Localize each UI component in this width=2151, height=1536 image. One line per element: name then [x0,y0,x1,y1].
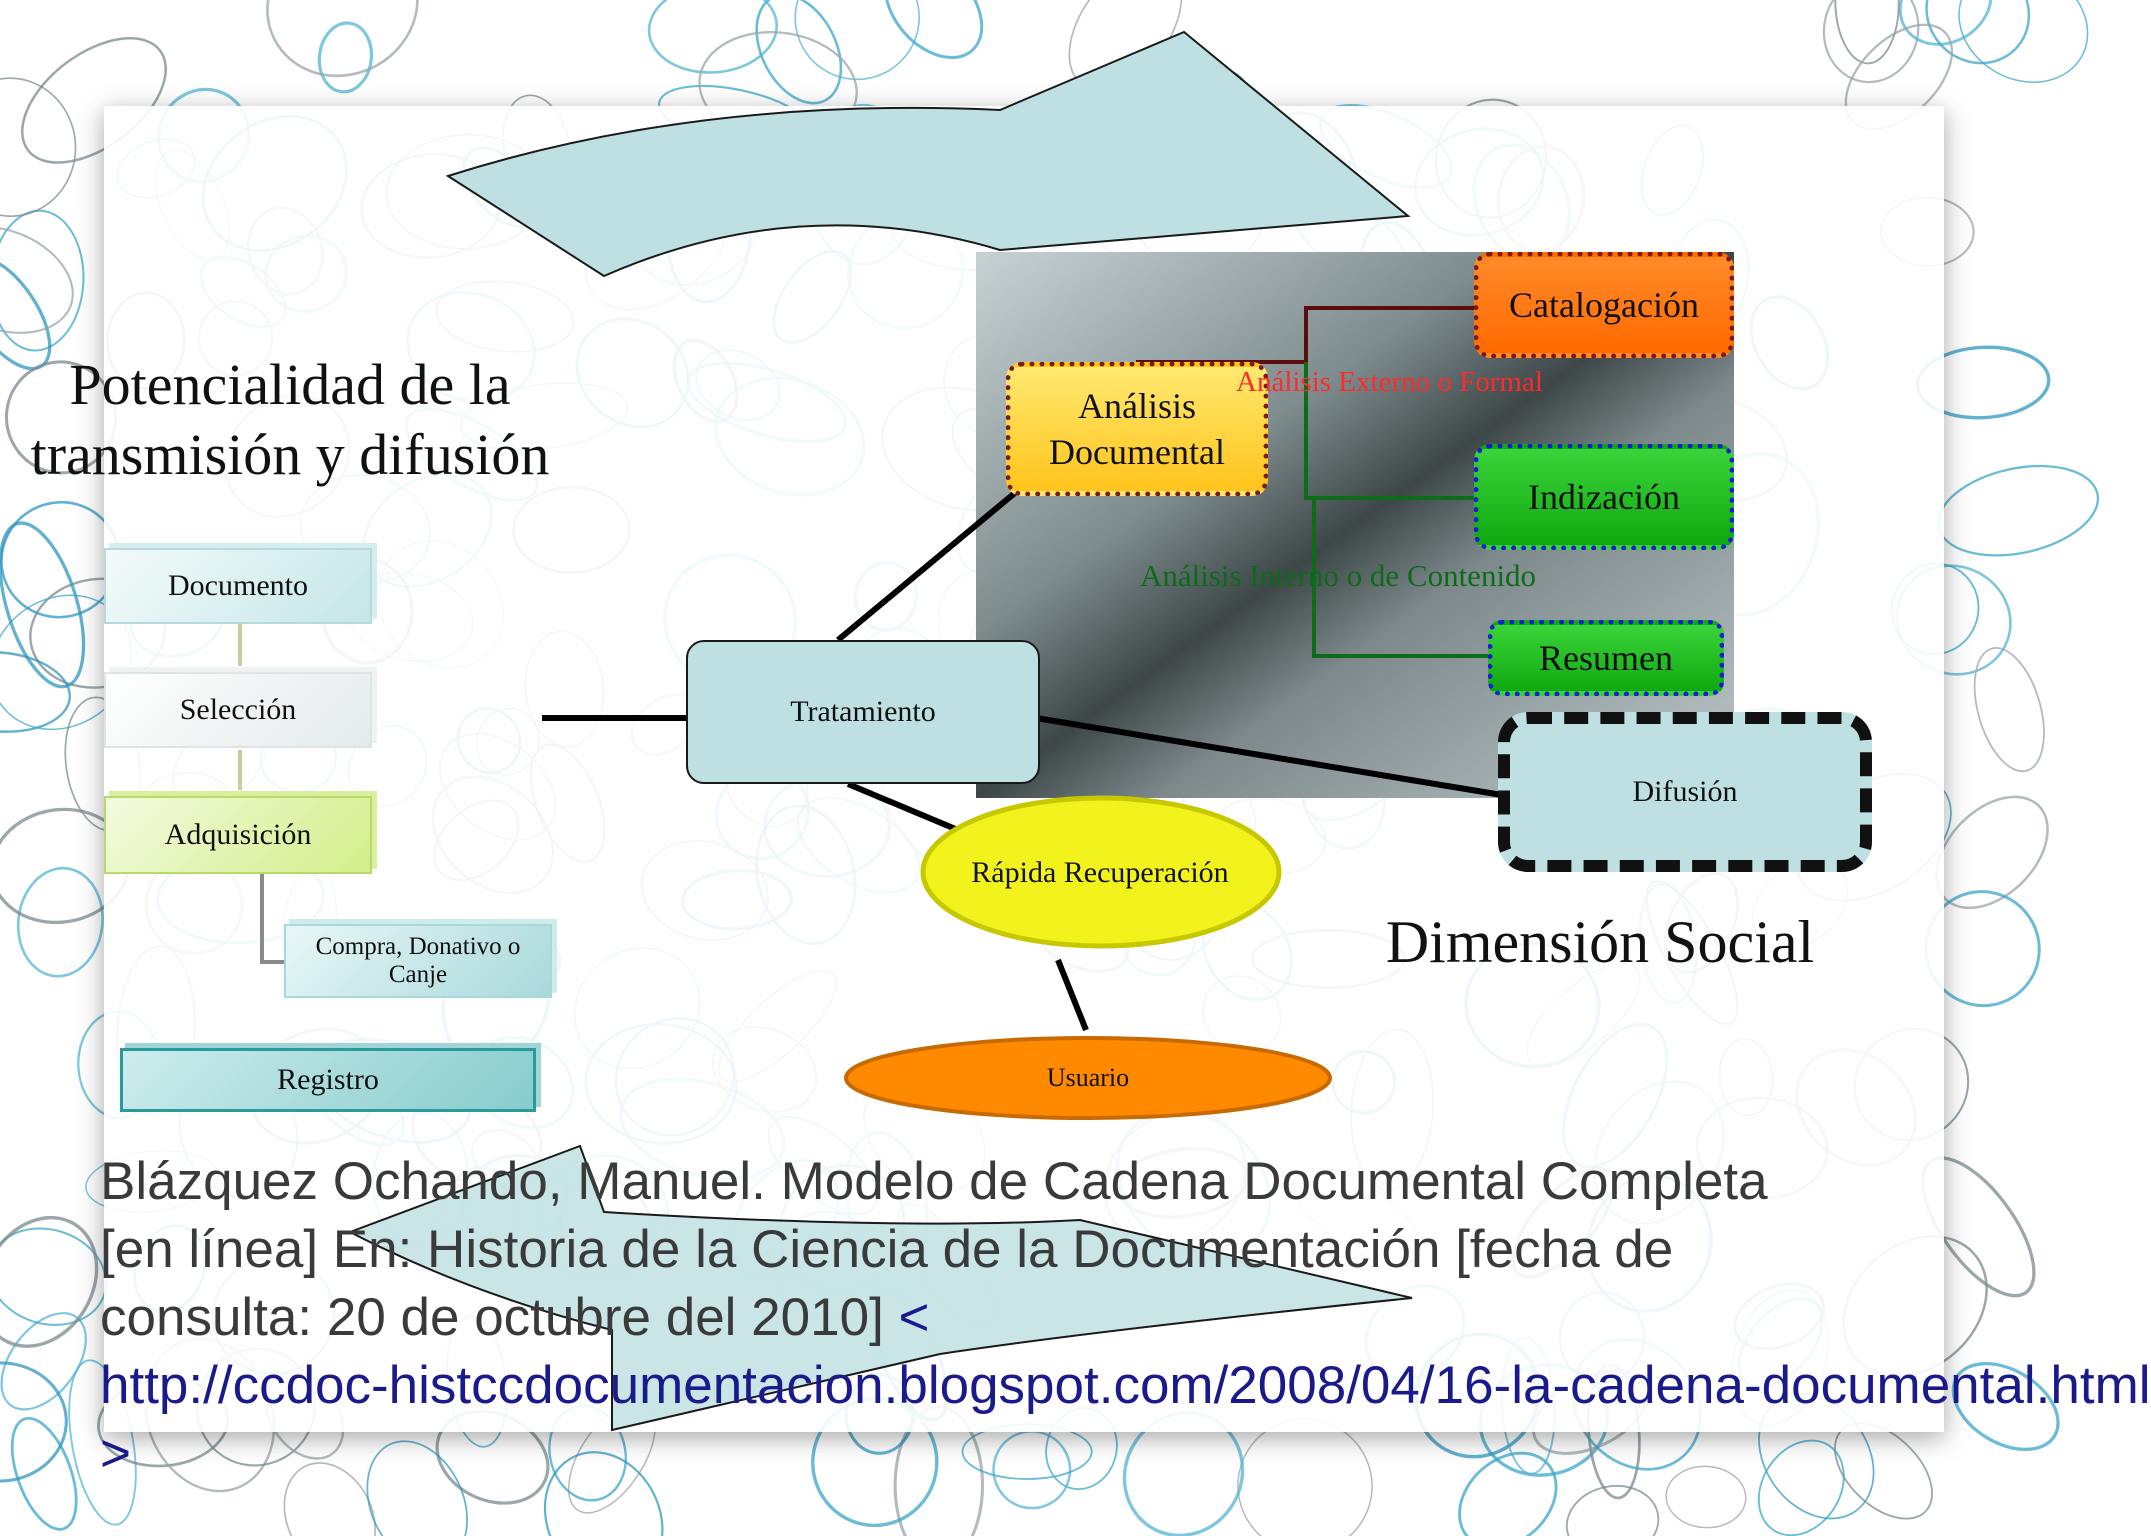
swirl-loop [1925,0,2031,65]
citation-url-line: http://ccdoc-histccdocumentacion.blogspo… [100,1352,2151,1420]
swirl-loop [68,1359,137,1526]
usuario-label: Usuario [1046,1063,1130,1093]
heading-dimension-social: Dimensión Social [1385,909,1815,975]
adquisicion-box: Adquisición [104,796,372,874]
citation-line-1: Blázquez Ochando, Manuel. Modelo de Cade… [100,1152,1768,1211]
citation-lt: < [898,1288,930,1347]
swirl-loop [1834,0,1900,65]
indizacion-node: Indización [1474,444,1734,550]
recuperacion-ellipse [920,795,1282,949]
compra-box: Compra, Donativo o Canje [284,924,552,998]
resumen-node: Resumen [1488,620,1724,696]
swirl-loop [1898,0,1993,46]
indizacion-label: Indización [1528,477,1680,517]
swirl-loop [0,651,72,733]
swirl-loop [0,1215,99,1348]
seleccion-label: Selección [179,693,297,726]
citation-url-link[interactable]: http://ccdoc-histccdocumentacion.blogspo… [100,1356,2151,1415]
swirl-loop [1951,1362,2060,1451]
swirl-loop [0,521,86,689]
swirl-loop [1458,1451,1558,1536]
tratamiento-node: Tratamiento [686,640,1040,784]
citation-line-3: consulta: 20 de octubre del 2010] < [100,1288,930,1347]
documento-box: Documento [104,548,372,624]
recuperacion-label: Rápida Recuperación [971,856,1229,889]
citation-line-2: [en línea] En: Historia de la Ciencia de… [100,1220,1674,1279]
swirl-loop [543,1451,664,1536]
swirl-loop [0,225,74,334]
adquisicion-label: Adquisición [164,818,312,851]
swirl-loop [266,0,419,78]
swirl-loop [1565,1484,1660,1536]
seleccion-box: Selección [104,672,372,748]
swirl-loop [0,209,85,352]
citation-gt: > [100,1424,131,1483]
resumen-label: Resumen [1539,638,1673,678]
analisis-interno-label: Análisis Interno o de Contenido [1140,558,1537,594]
swirl-loop [10,1416,78,1531]
swirl-loop [0,1312,87,1411]
swirl-loop [884,0,984,60]
swirl-loop [647,0,779,74]
swirl-loop [0,77,77,217]
catalogacion-label: Catalogación [1509,285,1699,325]
analisis-documental-node: Análisis Documental [1006,362,1268,496]
difusion-label: Difusión [1632,775,1738,808]
swirl-loop [366,1440,468,1536]
swirl-loop [1665,1465,1747,1529]
swirl-loop [1973,647,2045,773]
heading-potencialidad: Potencialidad de la transmisión y difusi… [30,352,550,487]
main-connectors [542,489,1509,1032]
documento-label: Documento [168,569,308,602]
diagram-canvas [238,30,1734,1432]
tratamiento-label: Tratamiento [790,695,936,728]
swirl-loop [0,1361,68,1483]
citation-text: Blázquez Ochando, Manuel. Modelo de Cade… [100,1148,2151,1483]
analisis-externo-label: Análisis Externo o Formal [1236,365,1543,398]
analisis-label: Análisis Documental [1049,386,1225,472]
bottom-curved-arrow [347,1144,1413,1432]
catalogacion-node: Catalogación [1474,252,1734,358]
registro-box: Registro [120,1048,536,1112]
usuario-ellipse [844,1036,1332,1120]
compra-label: Compra, Donativo o Canje [315,933,521,988]
swirl-loop [16,866,104,978]
difusion-node: Difusión [1498,712,1872,872]
swirl-loop [317,21,374,94]
swirl-loop [755,0,843,105]
top-curved-arrow [445,30,1411,278]
process-connectors [238,624,284,964]
registro-label: Registro [277,1063,379,1096]
swirl-loop [992,1430,1072,1510]
swirl-loop [1935,795,2049,910]
swirl-loop [1958,0,2089,83]
swirl-loop [1757,1439,1845,1536]
